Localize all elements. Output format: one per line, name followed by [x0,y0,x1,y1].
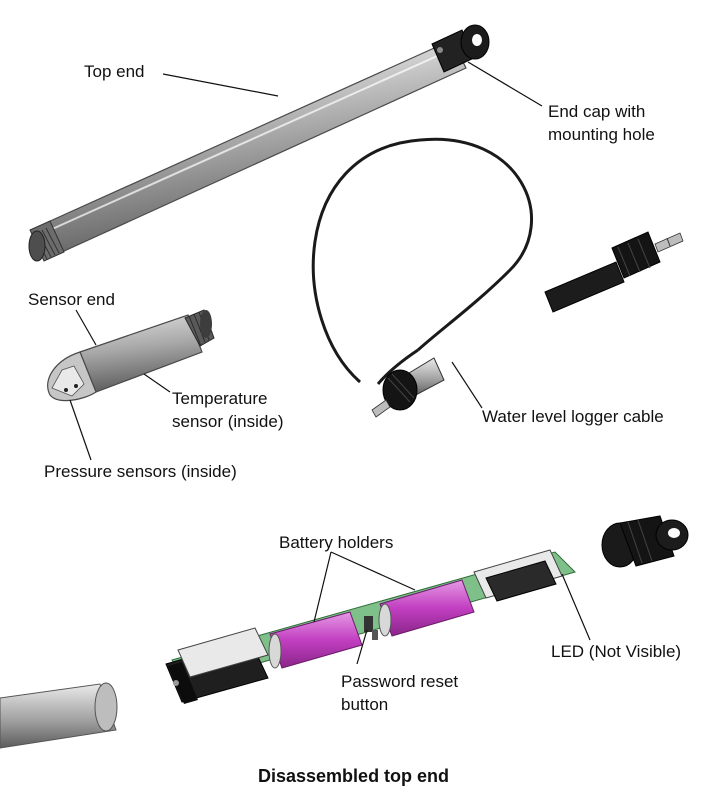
label-password-line1: Password reset [341,672,459,691]
leader-sensor-end [75,309,97,346]
figure-caption: Disassembled top end [258,766,450,786]
leader-led [561,573,591,641]
end-cap-part [601,515,689,568]
label-pressure-sensors: Pressure sensors (inside) [44,462,237,481]
label-cable: Water level logger cable [482,407,664,426]
leader-battery-right [330,551,416,591]
logger-tube [28,39,467,262]
end-cap-with-mounting-hole [431,24,490,73]
leader-password [356,629,368,665]
label-battery-holders: Battery holders [279,533,394,552]
leader-temperature [143,373,171,393]
leader-end-cap [467,61,543,107]
leader-top-end [162,73,279,97]
leader-lines [69,61,591,665]
electronics-assembly [165,549,576,704]
water-level-logger-cable [311,137,684,418]
leader-battery-left [313,551,332,623]
label-end-cap-line1: End cap with [548,102,646,121]
leader-cable [451,361,483,409]
label-temperature-line2: sensor (inside) [172,412,284,431]
label-top-end: Top end [84,62,145,81]
label-end-cap-line2: mounting hole [548,125,655,144]
label-sensor-end: Sensor end [28,290,115,309]
gray-tube-section [0,682,118,749]
label-led: LED (Not Visible) [551,642,682,661]
label-temperature-line1: Temperature [172,389,268,408]
sensor-end [47,309,215,402]
leader-pressure [69,399,92,461]
label-password-line2: button [341,695,389,714]
